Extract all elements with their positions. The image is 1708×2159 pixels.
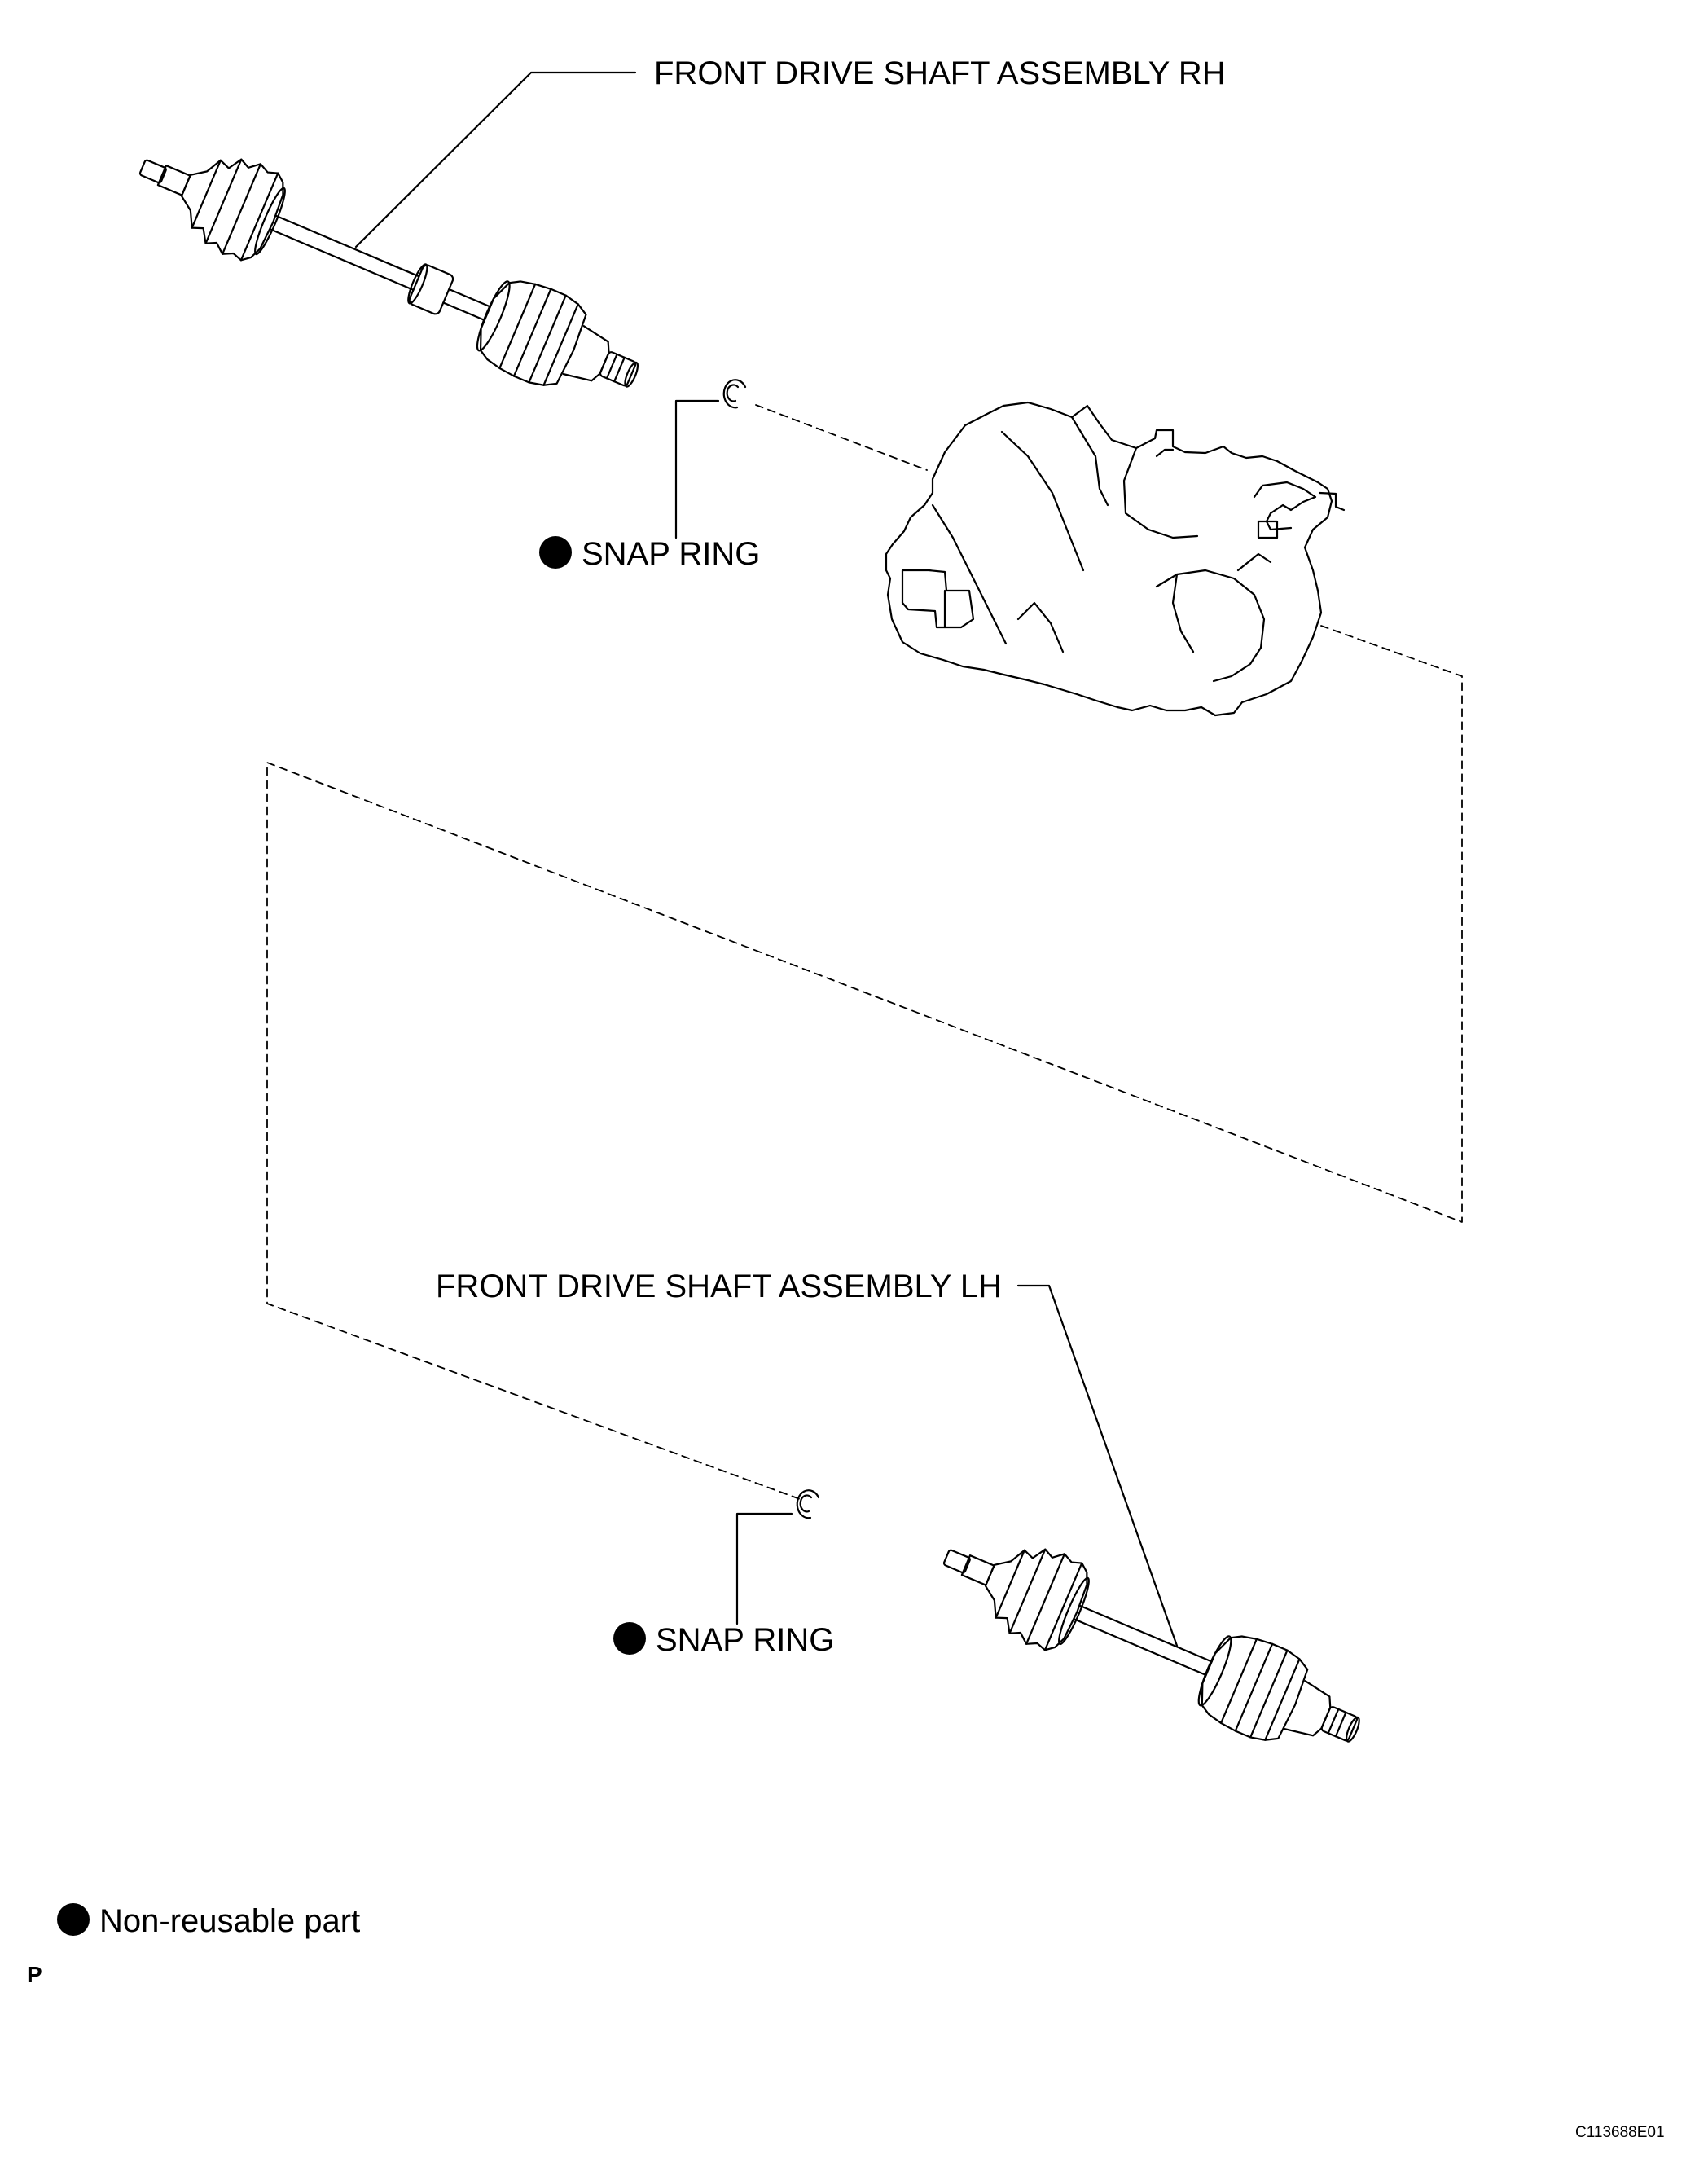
legend-text: Non-reusable part xyxy=(99,1903,361,1939)
snap-ring-lower xyxy=(735,1489,820,1625)
legend-non-reusable-part: Non-reusable part xyxy=(57,1903,361,1939)
snap-ring-upper xyxy=(674,379,747,539)
non-reusable-marker-icon xyxy=(57,1903,90,1937)
label-snap-ring-lower: SNAP RING xyxy=(613,1622,835,1658)
label-snap-ring-upper: SNAP RING xyxy=(539,536,761,572)
corner-mark: P xyxy=(27,1962,42,1987)
non-reusable-marker-icon xyxy=(613,1622,646,1656)
snap-ring-lower-text: SNAP RING xyxy=(656,1622,835,1658)
label-front-drive-shaft-rh: FRONT DRIVE SHAFT ASSEMBLY RH xyxy=(654,55,1226,91)
figure-code: C113688E01 xyxy=(1575,2124,1665,2141)
snap-ring-upper-text: SNAP RING xyxy=(582,536,761,572)
drive-shaft-rh xyxy=(138,71,639,388)
non-reusable-marker-icon xyxy=(539,536,572,569)
label-front-drive-shaft-lh: FRONT DRIVE SHAFT ASSEMBLY LH xyxy=(436,1269,1002,1304)
drive-shaft-lh xyxy=(942,1284,1360,1743)
installation-guide-lines xyxy=(266,404,1463,1500)
transaxle-case xyxy=(885,401,1346,717)
